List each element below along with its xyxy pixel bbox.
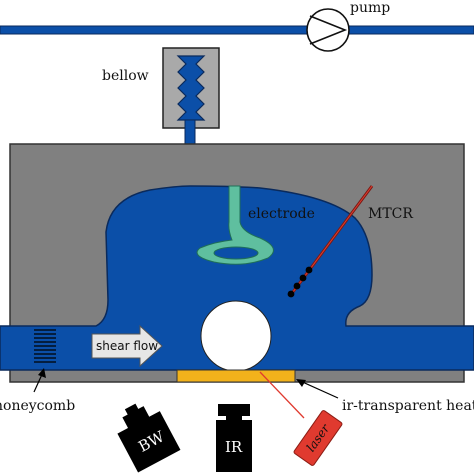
laser-icon: laser	[293, 410, 343, 466]
shear-flow-arrow	[91, 324, 163, 368]
pump-icon	[306, 8, 350, 52]
honeycomb-icon	[34, 329, 56, 363]
heater-arrow	[296, 379, 339, 399]
heater-label: ir-transparent heater	[342, 398, 474, 414]
heater-plate	[176, 369, 296, 383]
shear-flow-label: shear flow	[96, 339, 158, 353]
bellow-label: bellow	[102, 68, 149, 84]
sphere	[200, 300, 272, 372]
laser-beam	[259, 371, 305, 419]
honeycomb-label: honeycomb	[0, 398, 75, 414]
electrode-label: electrode	[248, 206, 315, 222]
mtcr-label: MTCR	[368, 206, 413, 222]
mtcr-probe	[287, 185, 374, 298]
pump-line	[0, 25, 474, 35]
pump-label: pump	[350, 0, 390, 16]
electrode	[196, 185, 274, 265]
ir-camera-icon: IR	[216, 404, 252, 472]
bw-camera-icon: BW	[117, 403, 181, 473]
ir-camera-label: IR	[225, 438, 243, 456]
fluid-cavity	[0, 185, 474, 371]
honeycomb-arrow	[33, 368, 46, 393]
